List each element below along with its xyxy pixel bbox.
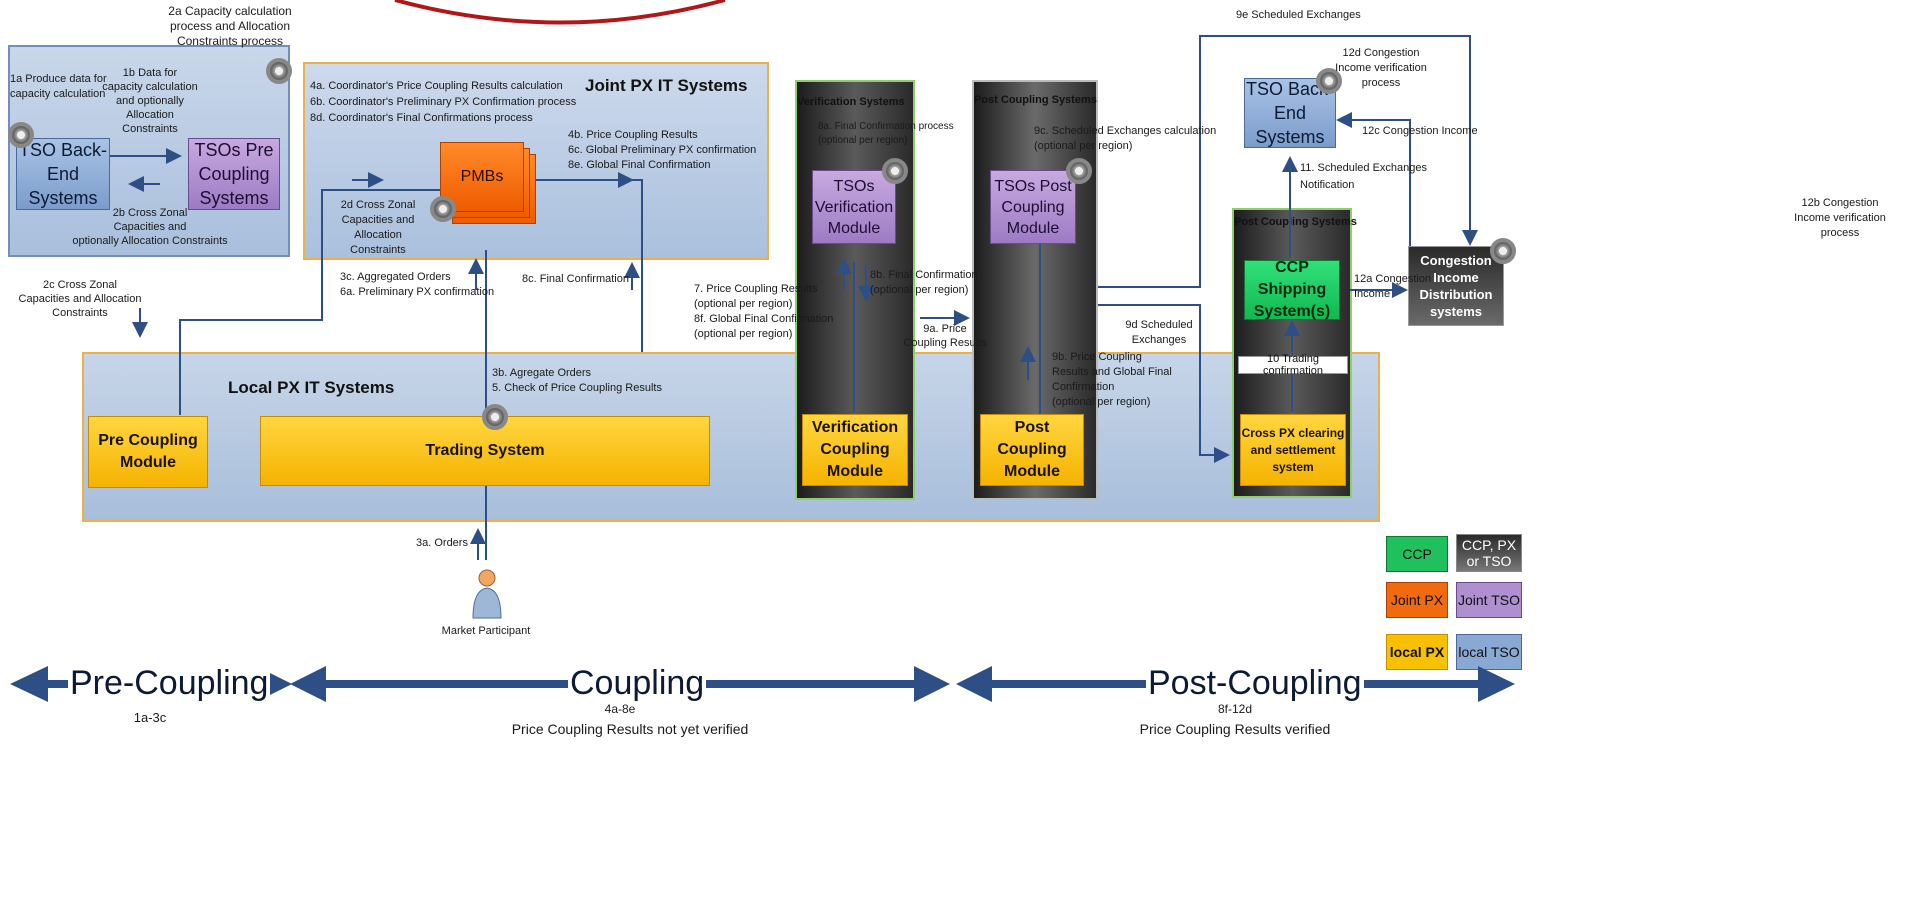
- label-8c: 8c. Final Confirmation: [522, 273, 629, 285]
- label-1a: 1a Produce data for capacity calculation: [10, 73, 107, 100]
- market-participant-label: Market Participant: [441, 625, 531, 637]
- label-2c: 2c Cross Zonal Capacities and Allocation…: [18, 279, 142, 319]
- label-9b: 9b. Price Coupling Results and Global Fi…: [1052, 351, 1172, 408]
- gear-icon: [8, 122, 34, 148]
- phase-coupling: Coupling: [568, 664, 707, 703]
- legend-local-tso: local TSO: [1456, 634, 1522, 670]
- label-7: 7. Price Coupling Results (optional per …: [694, 283, 834, 340]
- gear-icon: [482, 404, 508, 430]
- phase-post-coupling: Post-Coupling: [1146, 664, 1364, 703]
- post-coupling-module: Post Coupling Module: [980, 414, 1084, 486]
- label-8b: 8b. Final Confirmation (optional per reg…: [870, 269, 978, 296]
- label-4b: 4b. Price Coupling Results 6c. Global Pr…: [568, 129, 757, 171]
- cross-px-clearing-system: Cross PX clearing and settlement system: [1240, 414, 1346, 486]
- gear-icon: [1316, 68, 1342, 94]
- label-2b: 2b Cross Zonal Capacities and optionally…: [72, 207, 228, 247]
- phase-post-range: 8f-12d: [1217, 702, 1253, 716]
- label-4a: 4a. Coordinator's Price Coupling Results…: [310, 80, 577, 124]
- phase-pre-range: 1a-3c: [133, 710, 167, 725]
- pre-coupling-module: Pre Coupling Module: [88, 416, 208, 488]
- gear-icon: [1066, 158, 1092, 184]
- legend-joint-px: Joint PX: [1386, 582, 1448, 618]
- label-3a: 3a. Orders: [416, 537, 468, 549]
- joint-px-panel: [303, 62, 769, 260]
- phase-pre-coupling: Pre-Coupling: [68, 664, 271, 703]
- label-9a: 9a. Price Coupling Results: [903, 323, 987, 349]
- label-12b: 12b Congestion Income verification proce…: [1794, 197, 1886, 239]
- label-8a: 8a. Final Confirmation process (optional…: [818, 121, 954, 146]
- tsos-post-coupling-module: TSOs Post Coupling Module: [990, 170, 1076, 244]
- tsos-pre-coupling-systems: TSOs Pre Coupling Systems: [188, 138, 280, 210]
- joint-px-title: Joint PX IT Systems: [585, 76, 748, 95]
- legend-local-px: local PX: [1386, 634, 1448, 670]
- trading-system: Trading System: [260, 416, 710, 486]
- phase-post-note: Price Coupling Results verified: [1139, 721, 1331, 737]
- label-9e: 9e Scheduled Exchanges: [1236, 9, 1361, 21]
- post-coupling-systems-title-2: Post Coupling Systems: [1234, 216, 1357, 228]
- phase-coupling-range: 4a-8e: [604, 702, 636, 716]
- local-px-title: Local PX IT Systems: [228, 378, 395, 397]
- label-2d: 2d Cross Zonal Capacities and Allocation…: [340, 199, 416, 256]
- post-coupling-systems-title: Post Coupling Systems: [974, 94, 1097, 106]
- label-3b: 3b. Agregate Orders 5. Check of Price Co…: [492, 367, 662, 394]
- label-2a: 2a Capacity calculation process and Allo…: [168, 4, 292, 48]
- phase-coupling-note: Price Coupling Results not yet verified: [511, 721, 749, 737]
- market-participant-icon: [472, 569, 502, 619]
- legend-ccp-px-tso: CCP, PX or TSO: [1456, 534, 1522, 572]
- label-9c: 9c. Scheduled Exchanges calculation (opt…: [1034, 125, 1217, 152]
- congestion-income-distribution-systems: Congestion Income Distribution systems: [1408, 246, 1504, 326]
- gear-icon: [1490, 238, 1516, 264]
- verification-coupling-module: Verification Coupling Module: [802, 414, 908, 486]
- pmbs-box: PMBs: [440, 142, 524, 212]
- legend-joint-tso: Joint TSO: [1456, 582, 1522, 618]
- gear-icon: [882, 158, 908, 184]
- label-11: 11. Scheduled Exchanges Notification: [1300, 162, 1427, 191]
- label-9d: 9d Scheduled Exchanges: [1125, 319, 1193, 346]
- gear-icon: [266, 58, 292, 84]
- label-3c: 3c. Aggregated Orders 6a. Preliminary PX…: [340, 271, 495, 298]
- label-12c: 12c Congestion Income: [1362, 125, 1478, 137]
- ccp-shipping-system: CCP Shipping System(s): [1244, 259, 1340, 320]
- legend-ccp: CCP: [1386, 536, 1448, 572]
- verification-systems-title: Verification Systems: [797, 96, 905, 108]
- tsos-verification-module: TSOs Verification Module: [812, 170, 896, 244]
- label-12d: 12d Congestion Income verification proce…: [1335, 47, 1427, 89]
- label-1b: 1b Data for capacity calculation and opt…: [102, 67, 198, 135]
- label-12a: 12a Congestion Income: [1354, 273, 1432, 300]
- gear-icon: [430, 196, 456, 222]
